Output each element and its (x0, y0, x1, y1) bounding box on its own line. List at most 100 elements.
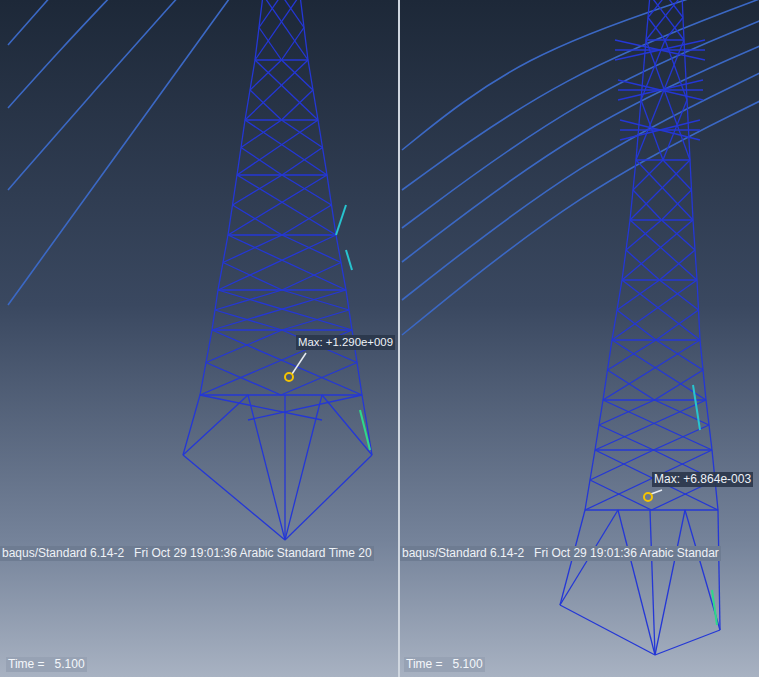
tower-member (215, 310, 282, 330)
tower-member (281, 363, 357, 396)
tower-member (655, 630, 720, 655)
tower-member (285, 455, 372, 540)
tower-member (206, 330, 282, 363)
tower-member (662, 220, 696, 250)
max-marker (285, 373, 293, 381)
tower-member (618, 510, 655, 655)
tower-member (620, 120, 700, 140)
max-value-label: Max: +1.290e+009 (296, 335, 395, 350)
tower-member (322, 395, 372, 455)
tower-member (282, 290, 349, 310)
tower-member (595, 400, 706, 450)
stress-highlight (360, 410, 370, 450)
solver-info-text: baqus/Standard 6.14-2 Fri Oct 29 19:01:3… (400, 546, 721, 561)
tower-member (241, 148, 282, 176)
tower-member (585, 509, 718, 510)
tower-member (245, 60, 308, 120)
tower-member (685, 510, 720, 630)
tower-member (603, 340, 700, 400)
tower-member (636, 40, 684, 160)
tower-member (228, 175, 327, 235)
tower-member (248, 395, 362, 420)
cable-group (8, 0, 759, 335)
tower-member (656, 310, 699, 340)
tower-member (608, 340, 657, 370)
tower-member (620, 120, 700, 140)
cable-line (402, 72, 759, 300)
tower-member (618, 80, 703, 100)
tower-member (590, 450, 654, 480)
tower-member (183, 395, 200, 455)
tower-member (615, 40, 705, 60)
tower-member (660, 280, 699, 310)
tower-member (617, 310, 656, 340)
tower-member (622, 220, 693, 280)
tower-member (241, 120, 282, 148)
tower-member (655, 400, 710, 425)
tower-member (206, 363, 281, 396)
tower-member (646, 0, 682, 40)
marker-group (285, 353, 662, 501)
cable-line (402, 45, 759, 262)
tower-member (223, 235, 282, 263)
tower-member (259, 0, 282, 28)
leader-line (651, 490, 662, 494)
tower-member (615, 40, 705, 60)
tower-member (212, 290, 346, 330)
tower-member (636, 160, 693, 220)
tower-member (282, 205, 332, 235)
tower-member (183, 455, 285, 540)
tower-member (228, 235, 346, 290)
tower-member (237, 175, 336, 235)
cable-line (402, 0, 759, 190)
max-value-label: Max: +6.864e-003 (652, 472, 753, 487)
tower-member (663, 160, 692, 190)
tower-member (599, 425, 654, 450)
tower-member (617, 280, 660, 310)
time-label: Time = 5.100 (404, 657, 485, 672)
stress-highlight (693, 385, 700, 430)
tower-member (626, 250, 660, 280)
max-marker (644, 493, 652, 501)
stress-highlight (712, 590, 717, 625)
cable-line (8, 0, 232, 305)
tower-member (255, 60, 318, 120)
tower-member (560, 605, 655, 655)
tower-member (620, 129, 700, 130)
tower-member (618, 80, 703, 100)
tower-member (646, 40, 690, 160)
tower-member (282, 60, 314, 90)
leader-line (292, 353, 306, 374)
tower-member (665, 18, 683, 41)
stress-highlight (346, 250, 352, 270)
tower-member (245, 120, 327, 175)
tower-member (648, 0, 666, 18)
tower-member (215, 290, 282, 310)
tower-member (183, 395, 248, 455)
tower-member (633, 190, 662, 220)
cable-line (402, 20, 759, 228)
cable-line (8, 0, 112, 108)
tower-member (200, 394, 362, 395)
tower-member (656, 340, 703, 370)
tower-member (608, 370, 655, 400)
tower-member (650, 0, 684, 40)
tower-member (612, 280, 697, 340)
tower-member (666, 0, 683, 18)
tower-member (660, 250, 696, 280)
tower-member (626, 220, 662, 250)
tower-member (630, 220, 697, 280)
cable-line (8, 0, 180, 190)
tower-member (218, 235, 336, 290)
tower-member (655, 510, 685, 655)
tower-member (282, 120, 323, 148)
tower-member (248, 395, 285, 540)
tower-member (282, 175, 332, 205)
tower-member (250, 60, 282, 90)
tower-member (255, 0, 300, 60)
tower-member (682, 0, 684, 40)
tower-member (648, 18, 665, 41)
tower-member (622, 280, 700, 340)
tower-member (615, 49, 705, 50)
